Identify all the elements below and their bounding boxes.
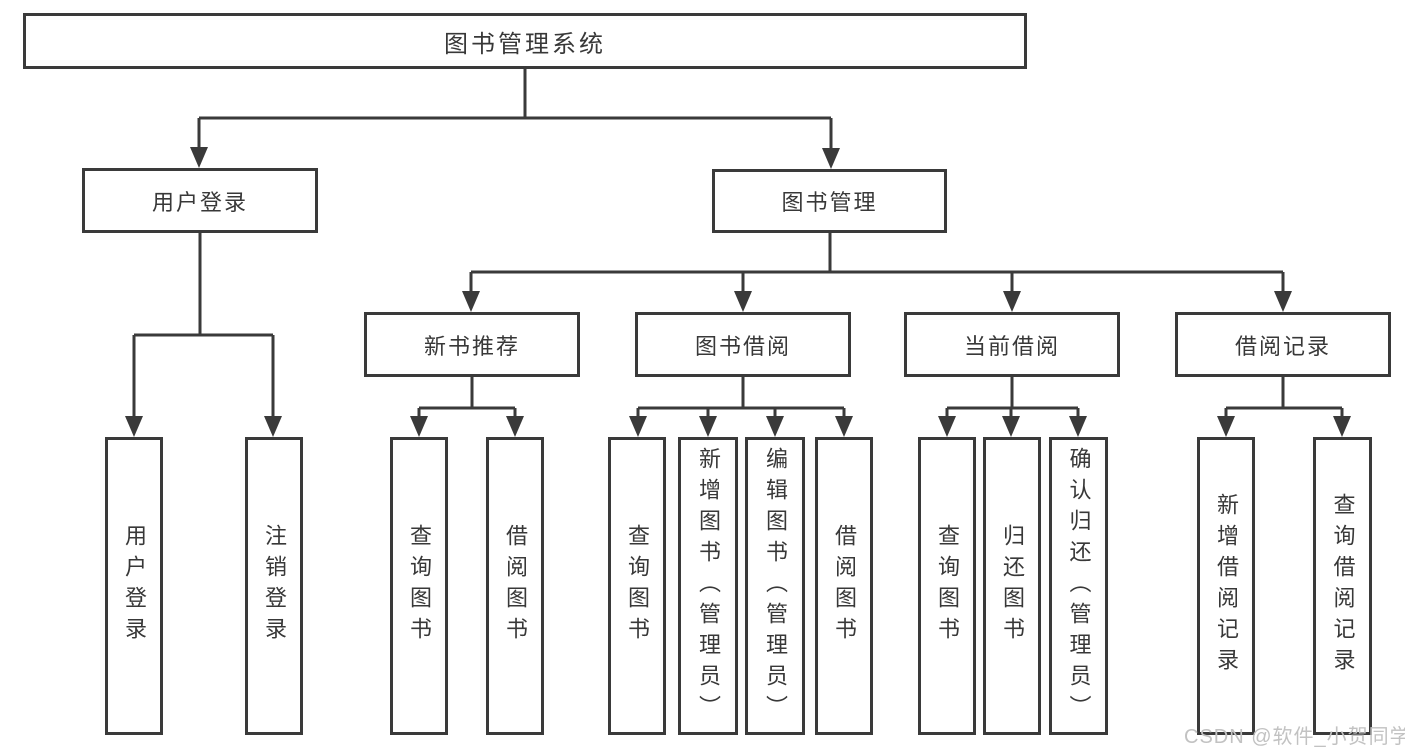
arrowheads [125,147,1351,437]
node-borrowing-query-books: 查询图书 [608,437,666,735]
arrow-icon [938,416,956,437]
arrow-icon [1274,291,1292,312]
node-label: 查询图书 [625,524,650,648]
arrow-icon [822,148,840,169]
arrow-icon [264,416,282,437]
node-confirm-return-admin: 确认归还（管理员） [1049,437,1108,735]
connector-records-to-children [1224,377,1344,421]
connector-recommend-to-children [417,377,517,421]
arrow-icon [506,416,524,437]
node-label: 归还图书 [1000,524,1025,648]
connector-borrow-to-children [636,377,846,421]
connector-root-to-level2 [197,69,833,153]
arrow-icon [125,416,143,437]
node-current-query-books: 查询图书 [918,437,976,735]
arrow-icon [1217,416,1235,437]
node-label: 新增图书（管理员） [696,446,721,726]
node-logout: 注销登录 [245,437,303,735]
node-label: 用户登录 [122,524,147,648]
node-label: 注销登录 [262,524,287,648]
connector-login-to-children [132,233,275,421]
node-edit-books-admin: 编辑图书（管理员） [745,437,805,735]
node-label: 编辑图书（管理员） [763,446,788,726]
arrow-icon [410,416,428,437]
arrow-icon [766,416,784,437]
node-current-borrowing: 当前借阅 [904,312,1120,377]
arrow-icon [462,291,480,312]
node-recommend-borrow-books: 借阅图书 [486,437,544,735]
node-label: 查询借阅记录 [1330,493,1356,679]
arrow-icon [1002,416,1020,437]
node-label: 借阅图书 [832,524,857,648]
arrow-icon [1069,416,1087,437]
node-label: 确认归还（管理员） [1066,446,1092,726]
csdn-watermark: CSDN @软件_小贺同学 [1184,726,1405,747]
arrow-icon [734,291,752,312]
connector-mgmt-to-children [469,233,1285,297]
arrow-icon [835,416,853,437]
node-new-book-recommend: 新书推荐 [364,312,580,377]
node-user-login-leaf: 用户登录 [105,437,163,735]
node-label: 新增借阅记录 [1214,493,1239,679]
node-query-borrow-record: 查询借阅记录 [1313,437,1372,735]
node-borrowing-borrow-books: 借阅图书 [815,437,873,735]
node-library-system: 图书管理系统 [23,13,1027,69]
node-recommend-query-books: 查询图书 [390,437,448,735]
node-label: 借阅图书 [503,524,528,648]
node-book-management: 图书管理 [712,169,947,233]
node-return-books: 归还图书 [983,437,1041,735]
node-label: 查询图书 [935,524,960,648]
node-book-borrowing: 图书借阅 [635,312,851,377]
arrow-icon [190,147,208,168]
arrow-icon [699,416,717,437]
connector-current-to-children [945,377,1080,421]
node-user-login: 用户登录 [82,168,318,233]
node-borrow-records: 借阅记录 [1175,312,1391,377]
arrow-icon [1333,416,1351,437]
node-add-borrow-record: 新增借阅记录 [1197,437,1255,735]
arrow-icon [1003,291,1021,312]
node-add-books-admin: 新增图书（管理员） [678,437,738,735]
arrow-icon [629,416,647,437]
node-label: 查询图书 [407,524,432,648]
